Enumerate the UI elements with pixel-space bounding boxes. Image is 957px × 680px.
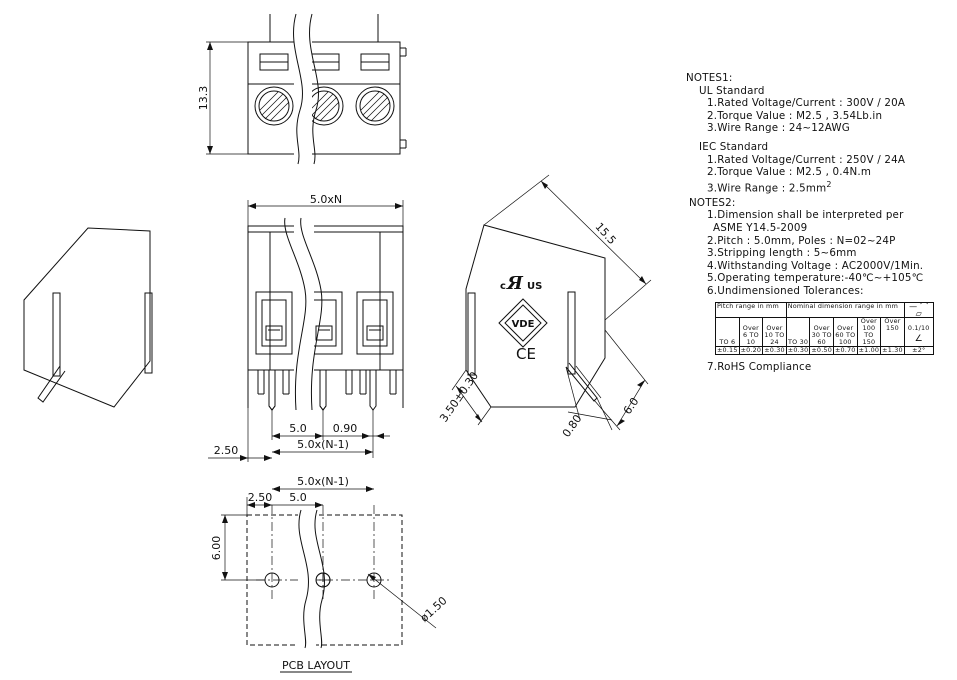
left-side-view xyxy=(23,227,153,408)
pcb-dim-hole: ø1.50 xyxy=(418,594,450,625)
nominal-range-header: Nominal dimension range in mm xyxy=(785,301,905,318)
top-view: 13.3 xyxy=(197,13,407,165)
notes2-item-1: 1.Dimension shall be interpreted per xyxy=(707,209,904,222)
ul-us-mark: US xyxy=(527,281,542,292)
pcb-dim-row: 6.00 xyxy=(210,536,223,561)
notes-panel: NOTES1: UL Standard 1.Rated Voltage/Curr… xyxy=(686,72,954,373)
notes2-item-1b: ASME Y14.5-2009 xyxy=(713,221,808,234)
pcb-dim-edge: 2.50 xyxy=(248,491,273,504)
front-view: 5.0xN xyxy=(208,193,404,462)
notes2-item-6: 6.Undimensioned Tolerances: xyxy=(707,284,864,297)
ul-note-2: 2.Torque Value : M2.5 , 3.54Lb.in xyxy=(707,109,883,122)
ul-note-3: 3.Wire Range : 24~12AWG xyxy=(707,122,850,135)
notes2-item-5: 5.Operating temperature:-40℃~+105℃ xyxy=(707,272,924,285)
vde-logo: VDE xyxy=(498,298,548,348)
wire-entry-3 xyxy=(356,291,394,355)
svg-text:VDE: VDE xyxy=(512,319,535,330)
ce-logo: CE xyxy=(516,345,536,363)
dim-pin-thickness: 0.80 xyxy=(560,412,585,440)
ul-c-mark: c xyxy=(500,281,506,292)
pcb-layout-title: PCB LAYOUT xyxy=(282,659,350,672)
dim-pitch-n1: 5.0x(N-1) xyxy=(297,438,349,451)
screw-3 xyxy=(355,86,395,126)
notes2-item-4: 4.Withstanding Voltage : AC2000V/1Min. xyxy=(707,259,924,272)
dim-side-depth: 6.0 xyxy=(621,395,642,417)
notes2-item-3: 3.Stripping length : 5~6mm xyxy=(707,247,857,260)
pitch-range-header: Pitch range in mm xyxy=(715,301,787,318)
ul-standard-heading: UL Standard xyxy=(699,84,765,97)
pcb-hole-3 xyxy=(366,572,382,588)
dim-side-height: 15.5 xyxy=(593,220,619,247)
notes2-heading: NOTES2: xyxy=(689,196,736,209)
iec-note-2: 2.Torque Value : M2.5 , 0.4N.m xyxy=(707,166,872,179)
pcb-layout: 5.0x(N-1) 2.50 5.0 6.00 ø1.50 PCB LAYOUT xyxy=(210,475,450,673)
dim-pitch-n: 5.0xN xyxy=(310,193,342,206)
dim-height-top: 13.3 xyxy=(197,86,210,111)
ul-note-1: 1.Rated Voltage/Current : 300V / 20A xyxy=(707,97,906,110)
dim-pin-offset: 3.50±0.30 xyxy=(437,369,481,424)
notes1-heading: NOTES1: xyxy=(686,72,733,84)
tolerance-table: Pitch range in mm Nominal dimension rang… xyxy=(715,301,934,355)
screw-1 xyxy=(254,86,294,126)
dim-pitch: 5.0 xyxy=(289,422,307,435)
notes2-item-2: 2.Pitch : 5.0mm, Poles : N=02~24P xyxy=(707,234,896,247)
right-side-view: c Я US VDE CE 15.5 6.0 0.80 xyxy=(437,174,652,440)
rohs-note: 7.RoHS Compliance xyxy=(707,360,812,373)
iec-note-1: 1.Rated Voltage/Current : 250V / 24A xyxy=(707,153,906,166)
wire-entry-1 xyxy=(255,291,293,355)
pcb-dim-pitch-n1: 5.0x(N-1) xyxy=(297,475,349,488)
iec-note-3: 3.Wire Range : 2.5mm2 xyxy=(707,179,832,195)
geometry-symbols: — ⌒ ▱ xyxy=(903,301,934,318)
ul-logo: Я xyxy=(506,273,524,294)
iec-standard-heading: IEC Standard xyxy=(699,140,769,153)
dim-edge-offset: 2.50 xyxy=(214,444,239,457)
dim-pin-width: 0.90 xyxy=(333,422,358,435)
pcb-dim-pitch: 5.0 xyxy=(289,491,307,504)
